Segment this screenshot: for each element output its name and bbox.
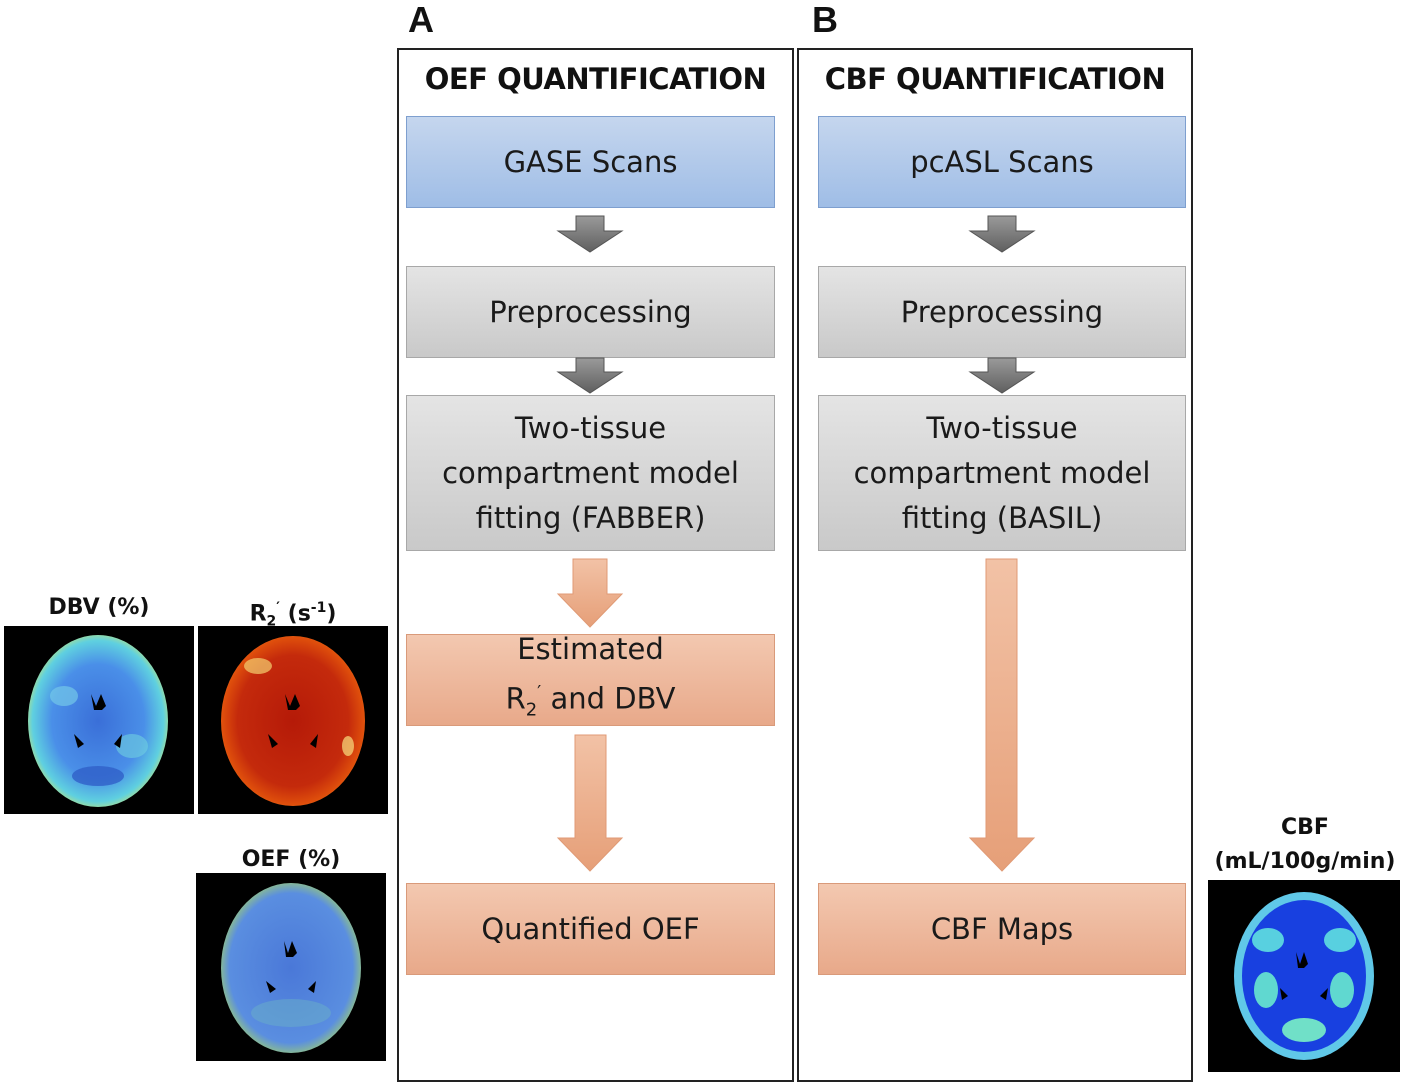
map-label-cbf-line2: (mL/100g/min) bbox=[1214, 849, 1396, 874]
box-fitting-fabber-line3: fitting (FABBER) bbox=[475, 500, 706, 535]
box-pcasl-scans-label: pcASL Scans bbox=[910, 144, 1094, 179]
arrow-down-b1 bbox=[968, 215, 1036, 253]
map-label-r2: R2′ (s-1) bbox=[249, 600, 337, 630]
box-fitting-fabber: Two-tissue compartment model fitting (FA… bbox=[406, 395, 775, 551]
box-quantified-oef-label: Quantified OEF bbox=[481, 911, 700, 946]
box-gase-scans-label: GASE Scans bbox=[503, 144, 678, 179]
box-preprocessing-b: Preprocessing bbox=[818, 266, 1186, 358]
map-label-cbf-line1: CBF bbox=[1281, 815, 1329, 840]
arrow-down-a2 bbox=[556, 357, 624, 394]
map-image-dbv bbox=[4, 626, 194, 814]
box-preprocessing-b-label: Preprocessing bbox=[900, 294, 1104, 329]
box-fitting-basil-line1: Two-tissue bbox=[926, 410, 1078, 445]
box-estimated-line2: R2′ and DBV bbox=[505, 681, 676, 721]
box-preprocessing-a: Preprocessing bbox=[406, 266, 775, 358]
box-fitting-fabber-line2: compartment model bbox=[442, 455, 739, 490]
box-fitting-basil: Two-tissue compartment model fitting (BA… bbox=[818, 395, 1186, 551]
arrow-down-b3 bbox=[968, 558, 1036, 872]
box-quantified-oef: Quantified OEF bbox=[406, 883, 775, 975]
map-image-r2 bbox=[198, 626, 388, 814]
arrow-down-a1 bbox=[556, 215, 624, 253]
arrow-down-a4 bbox=[556, 734, 624, 872]
panel-title-oef: OEF QUANTIFICATION bbox=[424, 62, 767, 96]
box-cbf-maps: CBF Maps bbox=[818, 883, 1186, 975]
panel-letter-b: B bbox=[812, 0, 838, 40]
box-gase-scans: GASE Scans bbox=[406, 116, 775, 208]
box-estimated-r2-dbv: Estimated R2′ and DBV bbox=[406, 632, 775, 726]
panel-title-cbf: CBF QUANTIFICATION bbox=[824, 62, 1166, 96]
map-image-cbf bbox=[1208, 880, 1400, 1072]
panel-letter-a: A bbox=[408, 0, 434, 40]
box-fitting-basil-line2: compartment model bbox=[853, 455, 1151, 490]
box-pcasl-scans: pcASL Scans bbox=[818, 116, 1186, 208]
box-estimated-line1: Estimated bbox=[517, 632, 664, 667]
arrow-down-a3 bbox=[556, 558, 624, 628]
map-label-oef: OEF (%) bbox=[241, 847, 341, 872]
box-preprocessing-a-label: Preprocessing bbox=[489, 294, 692, 329]
map-image-oef bbox=[196, 873, 386, 1061]
box-cbf-maps-label: CBF Maps bbox=[930, 911, 1074, 946]
map-label-dbv: DBV (%) bbox=[48, 595, 150, 620]
arrow-down-b2 bbox=[968, 357, 1036, 394]
map-label-cbf: CBF (mL/100g/min) bbox=[1206, 811, 1404, 879]
box-fitting-basil-line3: fitting (BASIL) bbox=[901, 500, 1103, 535]
box-fitting-fabber-line1: Two-tissue bbox=[514, 410, 667, 445]
